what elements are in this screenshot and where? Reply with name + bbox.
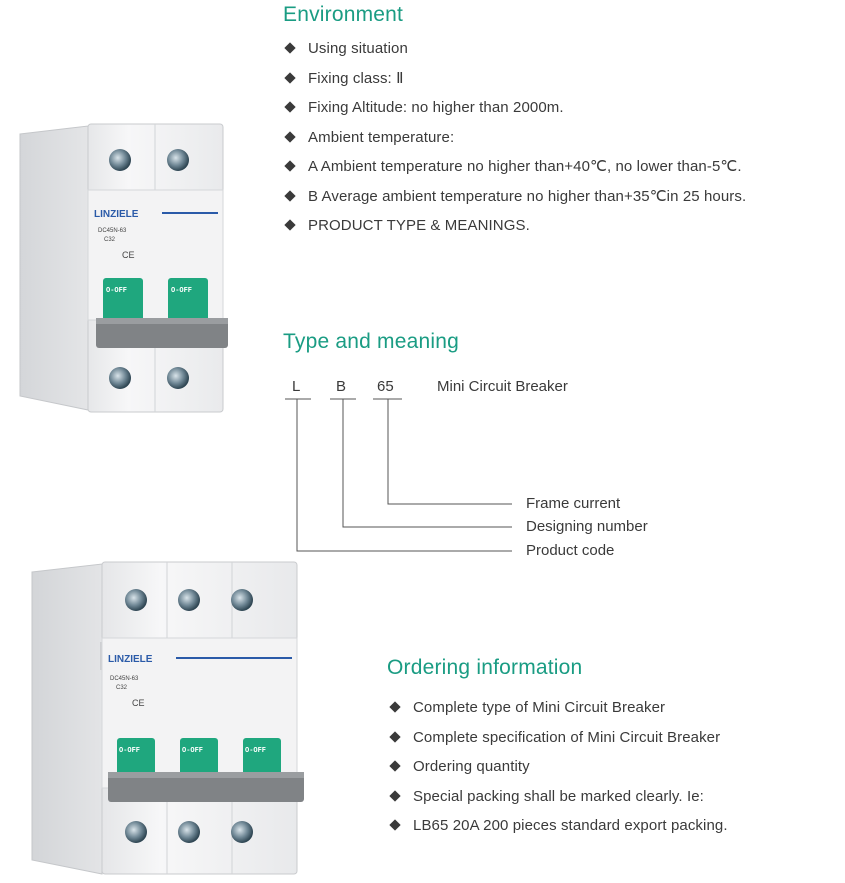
list-item-text: B Average ambient temperature no higher … bbox=[308, 187, 747, 205]
brand-label: LINZIELE bbox=[94, 209, 139, 220]
type-description: Mini Circuit Breaker bbox=[437, 378, 568, 395]
lever-label: O-OFF bbox=[245, 747, 266, 755]
list-item-text: Fixing Altitude: no higher than 2000m. bbox=[308, 99, 564, 116]
ordering-heading: Ordering information bbox=[387, 656, 583, 679]
list-item: Fixing class: Ⅱ bbox=[283, 71, 746, 86]
list-item: Using situation bbox=[283, 41, 746, 56]
label-designing-number: Designing number bbox=[526, 518, 648, 535]
list-item: LB65 20A 200 pieces standard export pack… bbox=[388, 818, 728, 833]
three-pole-breaker-image: LINZIELE DC45N-63 C32 CE O-OFF O-OFF O-O… bbox=[24, 560, 324, 878]
type-meaning-heading: Type and meaning bbox=[283, 330, 459, 353]
diamond-bullet-icon bbox=[389, 701, 401, 713]
model-label: DC45N-63 bbox=[110, 676, 139, 682]
diamond-bullet-icon bbox=[389, 730, 401, 743]
list-item-text: Fixing class: Ⅱ bbox=[308, 69, 404, 87]
list-item: B Average ambient temperature no higher … bbox=[283, 189, 746, 204]
two-pole-breaker-image: LINZIELE DC45N-63 C32 CE O-OFF O-OFF bbox=[18, 120, 263, 415]
label-product-code: Product code bbox=[526, 542, 615, 559]
list-item: Ordering quantity bbox=[388, 759, 728, 774]
list-item: PRODUCT TYPE & MEANINGS. bbox=[283, 218, 746, 233]
diamond-bullet-icon bbox=[389, 819, 401, 832]
diamond-bullet-icon bbox=[389, 790, 401, 802]
list-item: Complete specification of Mini Circuit B… bbox=[388, 730, 728, 745]
list-item-text: Ordering quantity bbox=[413, 758, 530, 776]
environment-list: Using situation Fixing class: Ⅱ Fixing A… bbox=[283, 41, 746, 248]
ordering-list: Complete type of Mini Circuit Breaker Co… bbox=[388, 700, 728, 848]
code-letter-b: B bbox=[336, 378, 347, 395]
lever-label: O-OFF bbox=[119, 747, 140, 755]
list-item-text: PRODUCT TYPE & MEANINGS. bbox=[308, 217, 530, 234]
code-letter-65: 65 bbox=[377, 378, 394, 395]
label-frame-current: Frame current bbox=[526, 495, 621, 512]
model-label: DC45N-63 bbox=[98, 228, 127, 234]
list-item-text: Using situation bbox=[308, 40, 408, 57]
list-item: Complete type of Mini Circuit Breaker bbox=[388, 700, 728, 715]
environment-heading: Environment bbox=[283, 3, 404, 26]
rating-label: C32 bbox=[116, 685, 128, 691]
list-item-text: Special packing shall be marked clearly.… bbox=[413, 787, 704, 805]
list-item-text: LB65 20A 200 pieces standard export pack… bbox=[413, 817, 728, 835]
ce-mark: CE bbox=[122, 250, 135, 260]
lever-label: O-OFF bbox=[182, 747, 203, 755]
list-item: Fixing Altitude: no higher than 2000m. bbox=[283, 100, 746, 115]
list-item: Special packing shall be marked clearly.… bbox=[388, 789, 728, 804]
list-item-text: Complete type of Mini Circuit Breaker bbox=[413, 699, 666, 716]
lever-label: O-OFF bbox=[106, 287, 127, 295]
code-letter-l: L bbox=[292, 378, 301, 395]
list-item-text: Ambient temperature: bbox=[308, 128, 455, 146]
list-item: Ambient temperature: bbox=[283, 130, 746, 145]
rating-label: C32 bbox=[104, 237, 116, 243]
list-item-text: Complete specification of Mini Circuit B… bbox=[413, 728, 721, 746]
brand-label: LINZIELE bbox=[108, 654, 153, 665]
list-item-text: A Ambient temperature no higher than+40℃… bbox=[308, 158, 742, 175]
ce-mark: CE bbox=[132, 698, 145, 708]
lever-label: O-OFF bbox=[171, 287, 192, 295]
list-item: A Ambient temperature no higher than+40℃… bbox=[283, 159, 746, 174]
diamond-bullet-icon bbox=[389, 760, 401, 772]
